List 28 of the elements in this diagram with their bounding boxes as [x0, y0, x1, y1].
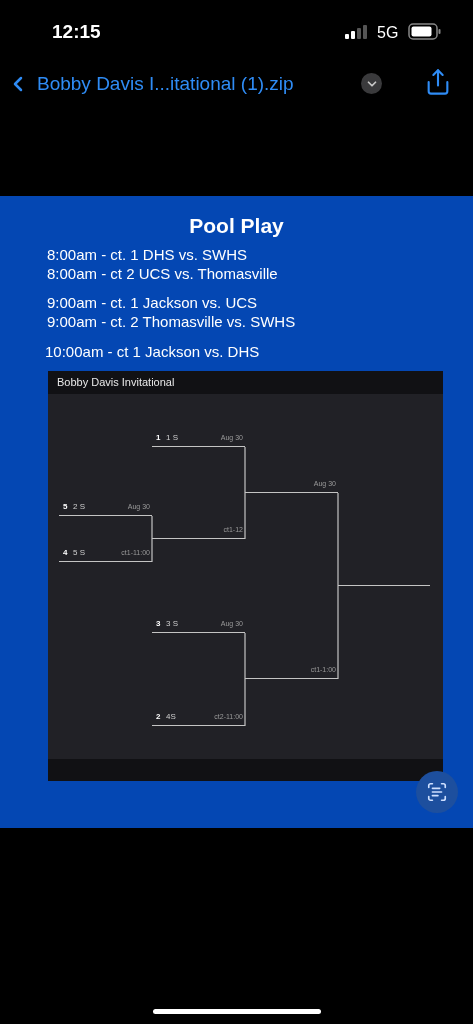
bracket-line: [244, 632, 246, 680]
seed-number: 3: [156, 619, 161, 628]
bracket-line: [151, 515, 153, 540]
file-name-text: Bobby Davis I...itational (1).zip: [37, 73, 294, 96]
team-name: 3 S: [166, 619, 178, 628]
seed-number: 1: [156, 433, 161, 442]
time-text: 12:15: [52, 21, 101, 44]
bracket-line: [244, 492, 246, 540]
bracket-line: [337, 585, 339, 680]
bracket-line: [244, 446, 246, 494]
schedule-line: 9:00am - ct. 2 Thomasville vs. SWHS: [47, 313, 296, 331]
team-name: 5 S: [73, 548, 85, 557]
title: Pool Play: [188, 214, 285, 238]
bracket-title: Bobby Davis Invitational: [57, 376, 175, 388]
seed-number: 5: [63, 502, 68, 511]
schedule-line: 8:00am - ct. 1 DHS vs. SWHS: [47, 246, 248, 264]
team-name: 4S: [166, 712, 176, 721]
bracket-line: [151, 538, 153, 563]
bracket-line: [244, 678, 246, 727]
team-name: 1 S: [166, 433, 178, 442]
seed-number: 4: [63, 548, 68, 557]
seed-number: 2: [156, 712, 161, 721]
schedule-line: 8:00am - ct 2 UCS vs. Thomasville: [47, 265, 278, 283]
schedule-line: 10:00am - ct 1 Jackson vs. DHS: [45, 343, 260, 361]
team-name: 2 S: [73, 502, 85, 511]
schedule-line: 9:00am - ct. 1 Jackson vs. UCS: [47, 294, 258, 312]
bracket-line: [337, 492, 339, 587]
network-text: 5G: [377, 23, 399, 43]
